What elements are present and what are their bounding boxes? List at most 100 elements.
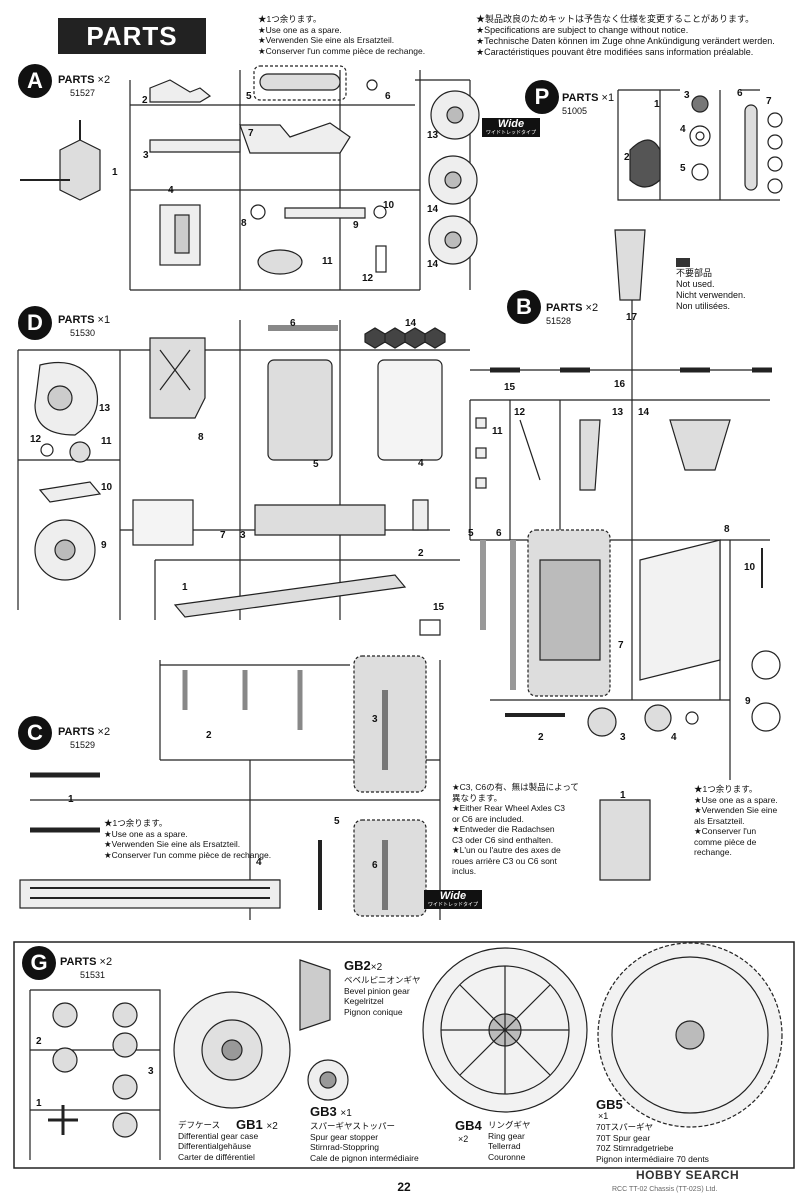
wide-badge-sub: ワイドトレッドタイプ — [428, 902, 479, 908]
b-spare-line: ★Conserver l'un — [694, 826, 757, 836]
spare-note-line: ★Use one as a spare. — [258, 24, 342, 35]
wide-badge-text: Wide — [497, 118, 525, 130]
gb5-desc: 70Tスパーギヤ 70T Spur gear 70Z Stirnradgetri… — [596, 1122, 709, 1164]
tree-g-label-text: PARTS — [60, 956, 97, 968]
part-p2: 2 — [624, 152, 630, 163]
part-d7: 7 — [220, 530, 226, 541]
part-b8: 8 — [724, 524, 730, 535]
gb5-desc-line: 70Tスパーギヤ — [596, 1122, 654, 1132]
axle-note-line: inclus. — [452, 866, 477, 876]
part-a7: 7 — [248, 128, 254, 139]
spare-note-line: ★1つ余ります。 — [258, 14, 322, 24]
part-c1: 1 — [68, 794, 74, 805]
gb2-desc: ベベルピニオンギヤ Bevel pinion gear Kegelritzel … — [344, 975, 421, 1017]
part-a14b: 14 — [427, 259, 439, 270]
axle-note-line: 異なります。 — [452, 792, 503, 803]
part-d5: 5 — [313, 459, 319, 470]
tree-g-code: 51531 — [80, 970, 106, 980]
gb4-desc: リングギヤ Ring gear Tellerrad Couronne — [488, 1120, 531, 1162]
part-d11: 11 — [101, 436, 112, 447]
part-a2: 2 — [142, 95, 148, 106]
part-b4: 4 — [671, 732, 677, 743]
part-a12: 12 — [362, 273, 374, 284]
part-b11: 11 — [492, 426, 503, 437]
tree-b-label-text: PARTS — [546, 302, 583, 314]
gb2-mult: ×2 — [370, 962, 383, 973]
c-spare-line: ★Verwenden Sie eine als Ersatzteil. — [104, 839, 241, 849]
part-a4: 4 — [168, 185, 174, 196]
spec-notes: ★製品改良のためキットは予告なく仕様を変更することがあります。 ★Specifi… — [476, 14, 775, 58]
part-a8: 8 — [241, 218, 247, 229]
gb4-desc-line: Ring gear — [488, 1130, 525, 1141]
part-g2: 2 — [36, 1036, 42, 1047]
tree-d-badge: D — [18, 306, 52, 340]
gb3-desc-line: Stirnrad-Stoppring — [310, 1142, 379, 1152]
part-p4: 4 — [680, 124, 686, 135]
tree-c-badge: C — [18, 716, 52, 750]
part-d6: 6 — [290, 318, 296, 329]
gb5-desc-line: Pignon intermédiaire 70 dents — [596, 1153, 709, 1164]
page-title: PARTS — [58, 18, 206, 54]
tree-d-label: PARTS ×1 — [58, 314, 110, 326]
gb4-desc-line: リングギヤ — [488, 1120, 531, 1130]
gb4-mult: ×2 — [458, 1134, 469, 1144]
tree-d-label-text: PARTS — [58, 314, 95, 326]
tree-p-mult: ×1 — [601, 92, 615, 104]
part-d15: 15 — [433, 602, 445, 613]
gb1-desc: デフケース Differential gear case Differentia… — [178, 1120, 258, 1162]
tree-a-mult: ×2 — [97, 74, 111, 86]
axle-note: ★C3, C6の有、無は製品によって 異なります。 ★Either Rear W… — [452, 782, 579, 877]
spec-note-line: ★Caractéristiques pouvant être modifiées… — [476, 47, 754, 57]
gb4-desc-line: Tellerrad — [488, 1141, 521, 1151]
tree-p-badge: P — [525, 80, 559, 114]
gb1-desc-line: Differential gear case — [178, 1130, 259, 1141]
part-b13: 13 — [612, 407, 624, 418]
gb1-desc-line: Carter de différentiel — [178, 1151, 255, 1162]
part-d9: 9 — [101, 540, 107, 551]
tree-g-badge: G — [22, 946, 56, 980]
axle-note-line: ★C3, C6の有、無は製品によって — [452, 782, 579, 792]
axle-note-line: ★L'un ou l'autre des axes de — [452, 845, 561, 855]
part-d12: 12 — [30, 434, 42, 445]
wide-badge-text: Wide — [439, 890, 467, 902]
tree-g-mult: ×2 — [99, 956, 113, 968]
axle-note-line: ★Either Rear Wheel Axles C3 — [452, 803, 565, 813]
tree-c-label: PARTS ×2 — [58, 726, 110, 738]
gb1-mult: ×2 — [266, 1121, 278, 1132]
gb5-desc-line: 70Z Stirnradgetriebe — [596, 1143, 674, 1153]
part-p7: 7 — [766, 96, 772, 107]
gb3-desc: スパーギヤストッパー Spur gear stopper Stirnrad-St… — [310, 1121, 419, 1163]
tree-d-mult: ×1 — [97, 314, 111, 326]
part-b16: 16 — [614, 379, 626, 390]
tree-d-code: 51530 — [70, 328, 96, 338]
part-a6: 6 — [385, 91, 391, 102]
gb1-title: GB1 ×2 — [236, 1117, 278, 1132]
gb2-desc-line: Kegelritzel — [344, 996, 384, 1006]
b-spare-line: comme pièce de — [694, 836, 757, 847]
axle-note-line: roues arrière C3 ou C6 sont — [452, 855, 557, 866]
gb2-desc-line: Bevel pinion gear — [344, 985, 410, 996]
watermark: HOBBY SEARCH — [636, 1168, 740, 1182]
gb2-desc-line: Pignon conique — [344, 1006, 403, 1017]
axle-note-line: ★Entweder die Radachsen — [452, 824, 555, 834]
tree-a-badge: A — [18, 64, 52, 98]
part-p3: 3 — [684, 90, 690, 101]
tree-c-label-text: PARTS — [58, 726, 95, 738]
part-a13: 13 — [427, 130, 439, 141]
tree-a-code: 51527 — [70, 88, 96, 98]
gb2-title-text: GB2 — [344, 958, 371, 973]
axle-note-line: C3 oder C6 sind enthalten. — [452, 834, 554, 845]
part-b3: 3 — [620, 732, 626, 743]
gb5-title: GB5 — [596, 1097, 623, 1112]
c-spare-line: ★1つ余ります。 — [104, 818, 168, 828]
gb1-desc-line: デフケース — [178, 1120, 221, 1130]
gb3-title-text: GB3 — [310, 1104, 337, 1119]
part-d4: 4 — [418, 458, 424, 469]
part-a9: 9 — [353, 220, 359, 231]
not-used-note: 不要部品 Not used. Nicht verwenden. Non util… — [676, 268, 746, 312]
part-d3: 3 — [240, 530, 246, 541]
c-spare-line: ★Conserver l'un comme pièce de rechange. — [104, 849, 272, 860]
part-b7: 7 — [618, 640, 624, 651]
